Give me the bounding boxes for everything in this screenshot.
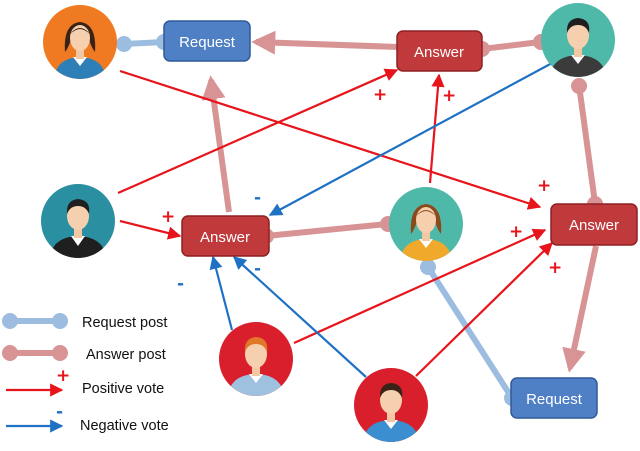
woman-avatar-icon bbox=[400, 204, 452, 261]
user-2-avatar[interactable] bbox=[541, 3, 615, 77]
node-label: Answer bbox=[569, 217, 619, 234]
answer-link-right-to-request bbox=[562, 245, 599, 373]
legend-request-post: Request post bbox=[2, 313, 167, 331]
legend-positive-vote-label: Positive vote bbox=[82, 381, 164, 397]
node-request-bottom[interactable]: Request bbox=[510, 377, 598, 419]
legend-minus-mark: - bbox=[56, 402, 63, 422]
negative-vote-user5-answer-left bbox=[209, 255, 234, 331]
positive-vote-user3-answer-left bbox=[119, 219, 182, 240]
plus-sign: + bbox=[161, 207, 175, 227]
node-label: Request bbox=[526, 391, 583, 408]
plus-sign: + bbox=[373, 85, 387, 105]
woman-avatar-icon bbox=[54, 22, 106, 79]
user-1-avatar[interactable] bbox=[43, 5, 117, 79]
man-avatar-icon bbox=[550, 18, 606, 77]
node-label: Answer bbox=[200, 229, 250, 246]
positive-votes bbox=[117, 68, 553, 377]
answer-link-top-to-request bbox=[251, 30, 399, 55]
request-link-dot bbox=[420, 259, 436, 275]
vote-signs: + + + + + + - - - bbox=[161, 85, 562, 294]
legend-negative-vote-label: Negative vote bbox=[80, 418, 169, 434]
man-avatar-icon bbox=[228, 337, 284, 396]
plus-sign: + bbox=[442, 86, 456, 106]
node-label: Answer bbox=[414, 44, 464, 61]
minus-sign: - bbox=[254, 188, 261, 208]
plus-sign: + bbox=[509, 222, 523, 242]
user-3-avatar[interactable] bbox=[41, 184, 115, 258]
positive-vote-user1-answer-right bbox=[119, 69, 542, 210]
node-request-top[interactable]: Request bbox=[163, 20, 251, 62]
node-answer-top[interactable]: Answer bbox=[396, 30, 483, 72]
user-4-avatar[interactable] bbox=[389, 187, 463, 261]
request-link-user4 bbox=[425, 265, 515, 400]
legend-plus-mark: + bbox=[56, 366, 70, 386]
answer-link-dot bbox=[571, 78, 587, 94]
user-6-avatar[interactable] bbox=[354, 368, 428, 442]
positive-vote-user6-answer-right bbox=[415, 242, 553, 377]
answer-link-user4-answer-left bbox=[265, 221, 388, 239]
legend-negative-vote: - Negative vote bbox=[6, 402, 169, 434]
positive-vote-user4-answer-top bbox=[428, 73, 445, 184]
negative-vote-user6-answer-left bbox=[233, 256, 367, 378]
plus-sign: + bbox=[548, 258, 562, 278]
positive-vote-user3-answer-top bbox=[117, 68, 399, 195]
minus-sign: - bbox=[254, 259, 261, 279]
negative-votes bbox=[209, 61, 555, 378]
node-label: Request bbox=[179, 34, 236, 51]
legend-answer-post-label: Answer post bbox=[86, 347, 166, 363]
user-5-avatar[interactable] bbox=[219, 322, 293, 396]
negative-vote-user2-answer-left bbox=[268, 61, 555, 216]
answer-link-user2-answer-top bbox=[481, 39, 541, 52]
man-avatar-icon bbox=[50, 199, 106, 258]
legend: Request post Answer post + Positive vote… bbox=[2, 313, 169, 434]
man-avatar-icon bbox=[363, 383, 419, 442]
request-link-dot bbox=[116, 36, 132, 52]
positive-vote-user5-answer-right bbox=[293, 228, 547, 345]
legend-answer-post: Answer post bbox=[2, 345, 166, 363]
answer-link-user2-answer-right bbox=[576, 84, 598, 204]
legend-positive-vote: + Positive vote bbox=[6, 366, 164, 397]
node-answer-right[interactable]: Answer bbox=[550, 203, 638, 246]
legend-request-post-label: Request post bbox=[82, 315, 167, 331]
node-answer-left[interactable]: Answer bbox=[181, 215, 270, 257]
minus-sign: - bbox=[177, 274, 184, 294]
plus-sign: + bbox=[537, 176, 551, 196]
